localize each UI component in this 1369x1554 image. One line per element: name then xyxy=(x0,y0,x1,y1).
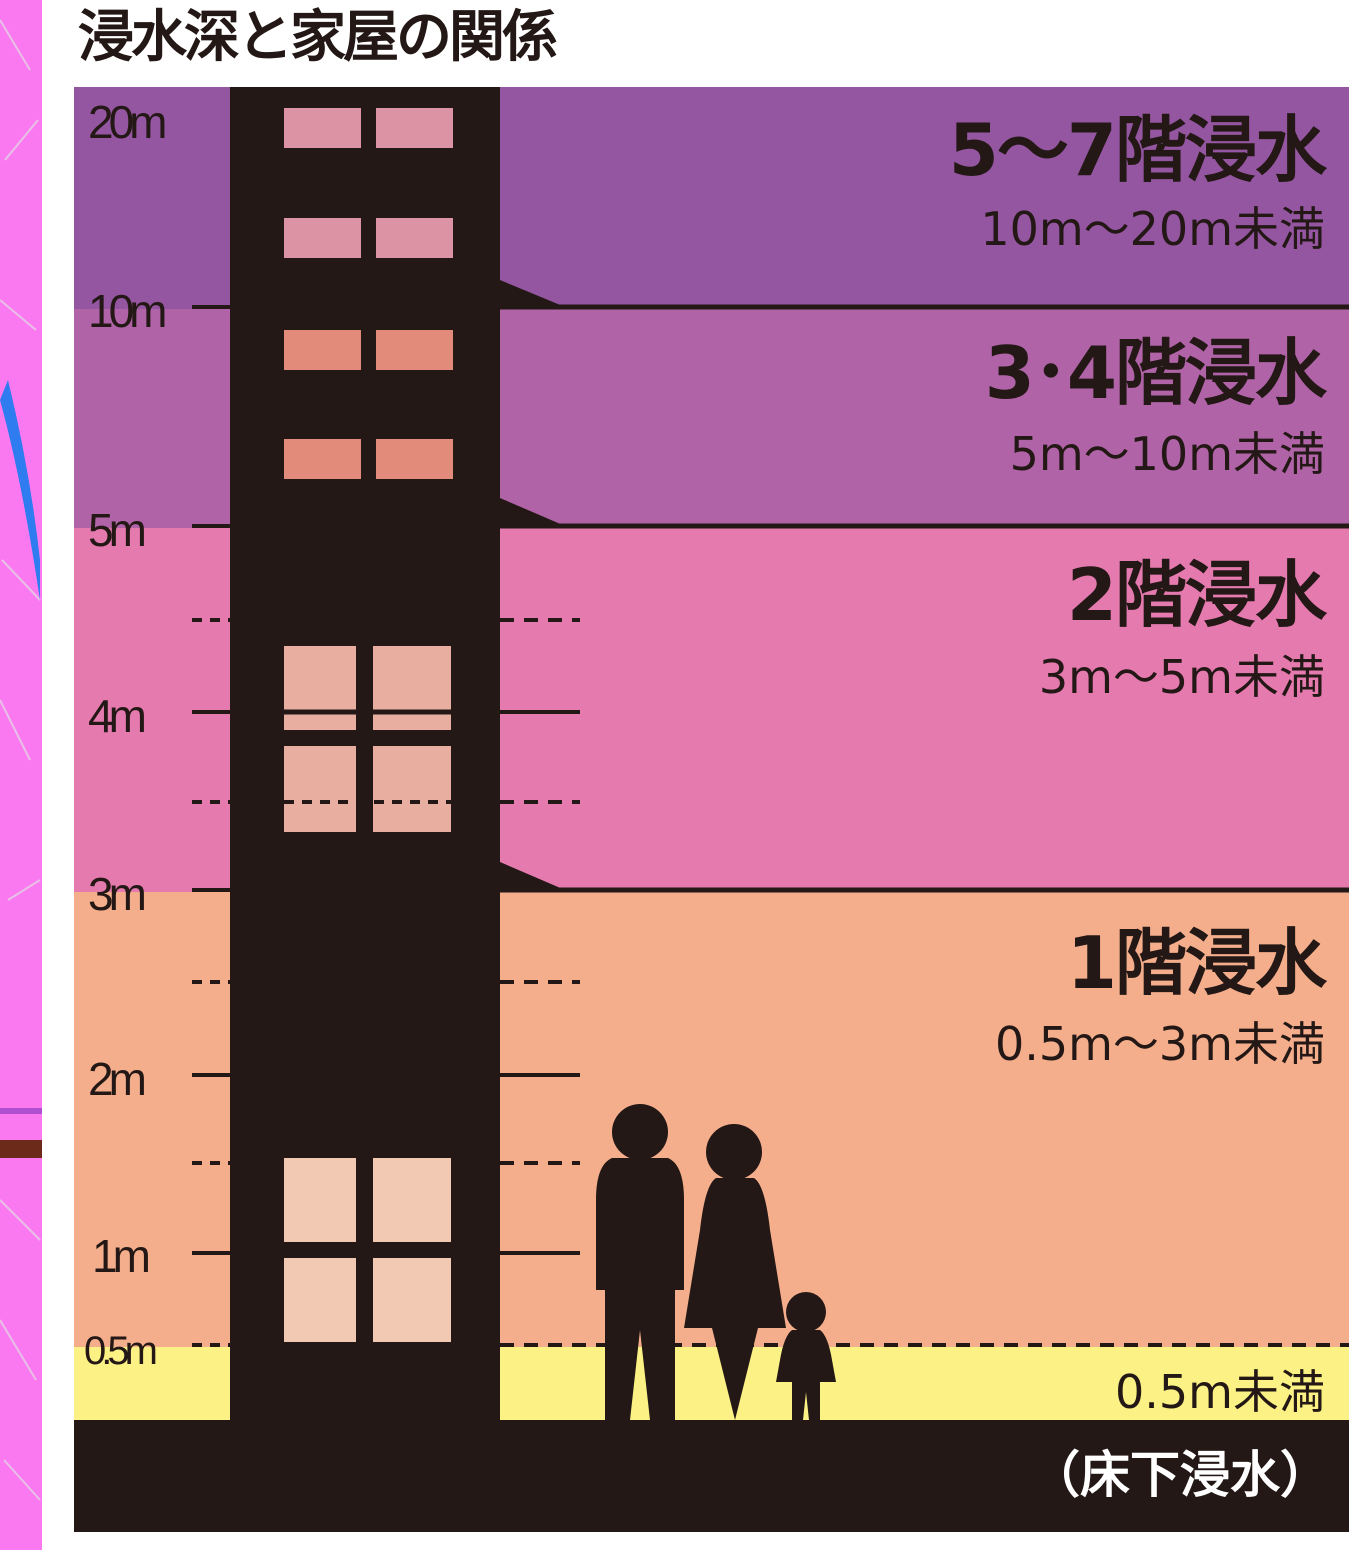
zone-title-5-7: 5〜7階浸水 xyxy=(949,108,1328,192)
page-title: 浸水深と家屋の関係 xyxy=(78,5,558,70)
zone-range-below-floor: 0.5m未満 xyxy=(1115,1365,1325,1419)
building-silhouette xyxy=(230,87,500,1427)
floor-boundaries xyxy=(500,280,1349,893)
zone-title-2: 2階浸水 xyxy=(1067,553,1328,637)
zone-range-5-7: 10m〜20m未満 xyxy=(980,202,1325,256)
scale-label-5m: 5m xyxy=(88,504,145,556)
ground-band xyxy=(74,1420,1349,1532)
window-dividers xyxy=(280,709,455,715)
scale-label-2m: 2m xyxy=(88,1053,145,1105)
scale-label-0-5m: 0.5m xyxy=(84,1329,156,1373)
scale-label-20m: 20m xyxy=(88,96,165,148)
below-floor-note: （床下浸水） xyxy=(1030,1446,1330,1504)
scale-label-3m: 3m xyxy=(88,868,145,920)
child-silhouette-icon xyxy=(776,1292,836,1420)
scale-label-10m: 10m xyxy=(88,285,165,337)
woman-silhouette-icon xyxy=(684,1124,786,1420)
scale-label-1m: 1m xyxy=(92,1230,149,1282)
building-side-ticks xyxy=(500,618,1349,1347)
building-windows xyxy=(284,108,453,1342)
zone-range-1: 0.5m〜3m未満 xyxy=(995,1017,1325,1071)
zone-range-3-4: 5m〜10m未満 xyxy=(1010,427,1325,481)
man-silhouette-icon xyxy=(596,1104,684,1420)
zone-title-1: 1階浸水 xyxy=(1067,921,1328,1005)
scale-ticks xyxy=(192,305,230,1347)
scale-label-4m: 4m xyxy=(88,690,145,742)
map-background-strip xyxy=(0,0,42,1550)
zone-range-2: 3m〜5m未満 xyxy=(1039,650,1325,704)
zone-title-3-4: 3･4階浸水 xyxy=(985,331,1328,415)
